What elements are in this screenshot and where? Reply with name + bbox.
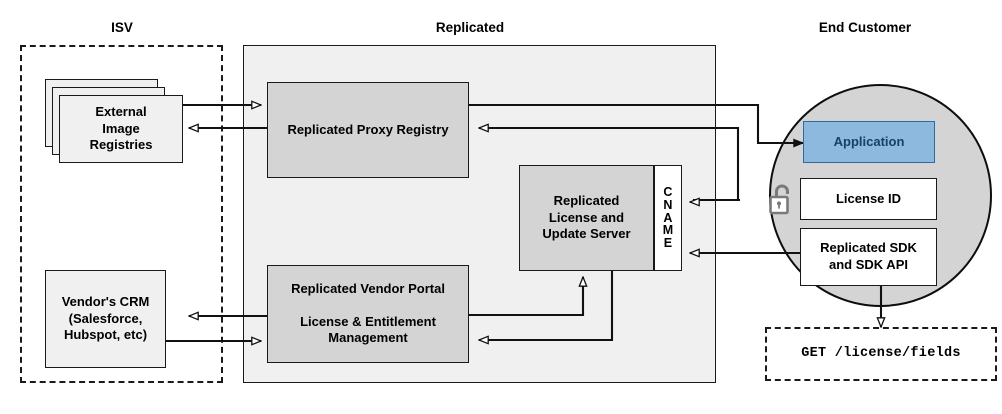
vendor-crm[interactable]: Vendor's CRM (Salesforce, Hubspot, etc) bbox=[45, 270, 166, 368]
cname-letter-n: N bbox=[663, 197, 673, 212]
cname-letter-m: M bbox=[662, 223, 674, 238]
license-id[interactable]: License ID bbox=[800, 178, 937, 220]
isv-boundary bbox=[20, 45, 223, 383]
replicated-sdk-line1: Replicated SDK bbox=[820, 240, 917, 256]
edge-portal-to-license-server bbox=[469, 277, 583, 317]
replicated-vendor-portal[interactable]: Replicated Vendor Portal License & Entit… bbox=[267, 265, 469, 363]
zone-title-isv: ISV bbox=[111, 20, 133, 35]
external-image-registries-line2: Image bbox=[102, 120, 140, 136]
replicated-sdk[interactable]: Replicated SDK and SDK API bbox=[800, 228, 937, 286]
replicated-proxy-registry[interactable]: Replicated Proxy Registry bbox=[267, 82, 469, 178]
external-image-registries-line1: External bbox=[95, 104, 147, 120]
edge-proxy-to-application bbox=[469, 103, 803, 143]
zone-title-end-customer: End Customer bbox=[818, 20, 912, 35]
vendor-crm-line3: Hubspot, etc) bbox=[63, 327, 148, 343]
vendor-portal-line1: Replicated Vendor Portal bbox=[291, 281, 445, 297]
unlocked-padlock-icon bbox=[769, 184, 789, 215]
license-server-line3: Update Server bbox=[542, 226, 631, 242]
edge-license-server-to-portal bbox=[479, 271, 614, 340]
license-server-line2: License and bbox=[548, 209, 625, 225]
license-id-label: License ID bbox=[835, 190, 902, 206]
license-server-line1: Replicated bbox=[553, 193, 620, 209]
cname-letter-a: A bbox=[663, 210, 673, 225]
replicated-sdk-line2: and SDK API bbox=[829, 257, 908, 272]
cname-letter-e: E bbox=[663, 236, 673, 251]
replicated-proxy-registry-label: Replicated Proxy Registry bbox=[287, 121, 449, 137]
application[interactable]: Application bbox=[803, 121, 935, 163]
external-image-registries-line3: Registries bbox=[89, 137, 153, 153]
vendor-portal-line3: Management bbox=[328, 330, 408, 346]
api-call-box[interactable]: GET /license/fields bbox=[765, 327, 997, 381]
replicated-license-and-update-server[interactable]: Replicated License and Update Server bbox=[519, 165, 654, 271]
edge-license-id-to-cname bbox=[690, 200, 740, 202]
cname-letter-c: C bbox=[663, 185, 673, 200]
cname-badge[interactable]: C N A M E bbox=[654, 165, 682, 271]
external-image-registries[interactable]: External Image Registries bbox=[59, 95, 183, 163]
zone-title-replicated: Replicated bbox=[435, 20, 505, 35]
vendor-portal-line2: License & Entitlement bbox=[300, 313, 436, 329]
api-call-label: GET /license/fields bbox=[801, 346, 961, 362]
application-label: Application bbox=[833, 133, 905, 149]
vendor-crm-line2: (Salesforce, bbox=[68, 310, 143, 326]
vendor-crm-line1: Vendor's CRM bbox=[61, 294, 150, 310]
